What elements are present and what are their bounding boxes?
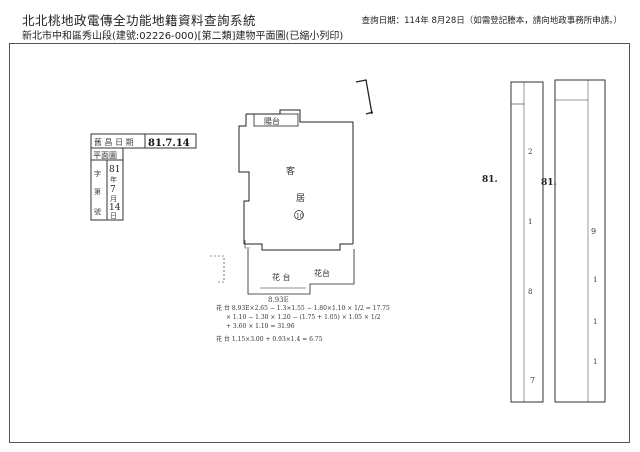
svg-text:81: 81 — [109, 165, 120, 175]
svg-text:日: 日 — [110, 212, 117, 220]
calc-line-1: 花 台 8.93E×2.65 − 1.3×1.55 − 1.80×1.10 × … — [216, 304, 390, 312]
parcel-info: 新北市中和區秀山段(建號:02226-000)[第二類]建物平面圖(已縮小列印) — [22, 31, 344, 42]
room-label-main-2: 居 — [296, 193, 305, 204]
query-date: 查詢日期：114年 8月28日（如需登記謄本，請向地政事務所申請。） — [361, 16, 622, 26]
calc-line-4: 花 台 1.15×3.00 + 0.93×1.4 = 6.75 — [216, 335, 323, 343]
svg-text:1: 1 — [528, 218, 532, 226]
calc-line-3: + 3.60 × 1.10 = 31.96 — [226, 323, 295, 330]
balcony-bottom-label-2: 花台 — [314, 268, 330, 278]
svg-text:1: 1 — [593, 358, 597, 366]
system-title: 北北桃地政電傳全功能地籍資料查詢系統 — [22, 13, 257, 28]
svg-text:字: 字 — [94, 169, 101, 178]
svg-text:月: 月 — [110, 195, 117, 203]
svg-text:14: 14 — [109, 203, 121, 213]
svg-text:1: 1 — [593, 276, 597, 284]
svg-text:年: 年 — [110, 175, 117, 184]
svg-text:7: 7 — [110, 185, 116, 195]
calc-line-2: × 1.10 − 1.30 × 1.20 − (1.75 + 1.05) × 1… — [226, 314, 381, 321]
registration-stamp: 舊 昌 日 期 81.7.14 平面圖 81 年 7 月 14 日 字 第 號 — [90, 133, 197, 221]
svg-text:2: 2 — [528, 148, 532, 156]
svg-text:7: 7 — [530, 376, 535, 385]
bottom-dimension: 8.93E — [268, 296, 289, 304]
svg-text:8: 8 — [528, 288, 532, 296]
stamp-box-header: 平面圖 — [93, 151, 117, 160]
svg-text:號: 號 — [94, 207, 101, 216]
area-calculation: 花 台 8.93E×2.65 − 1.3×1.55 − 1.80×1.10 × … — [216, 304, 390, 343]
room-label-main: 客 — [286, 165, 295, 177]
floor-plan-frame: 舊 昌 日 期 81.7.14 平面圖 81 年 7 月 14 日 字 第 號 … — [9, 43, 630, 443]
svg-text:第: 第 — [94, 187, 101, 196]
svg-text:1: 1 — [593, 318, 597, 326]
strip-left-label: 81. — [482, 175, 498, 185]
balcony-top-label: 陽台 — [264, 116, 280, 126]
page-header: 北北桃地政電傳全功能地籍資料查詢系統 新北市中和區秀山段(建號:02226-00… — [22, 6, 622, 42]
floor-plan-drawing: 舊 昌 日 期 81.7.14 平面圖 81 年 7 月 14 日 字 第 號 … — [90, 79, 606, 403]
strip-mid-label: 81. — [541, 178, 557, 188]
stamp-header: 舊 昌 日 期 — [94, 137, 134, 147]
stamp-date: 81.7.14 — [148, 138, 190, 149]
balcony-bottom-label: 花 台 — [272, 272, 291, 282]
svg-text:9: 9 — [591, 227, 596, 236]
room-number: 10 — [296, 213, 304, 220]
adjacent-strips: 81. 81. 2 1 8 7 9 1 1 1 — [482, 79, 606, 403]
floor-outline: 陽台 客 居 10 花 台 花台 8.93E — [210, 79, 374, 304]
